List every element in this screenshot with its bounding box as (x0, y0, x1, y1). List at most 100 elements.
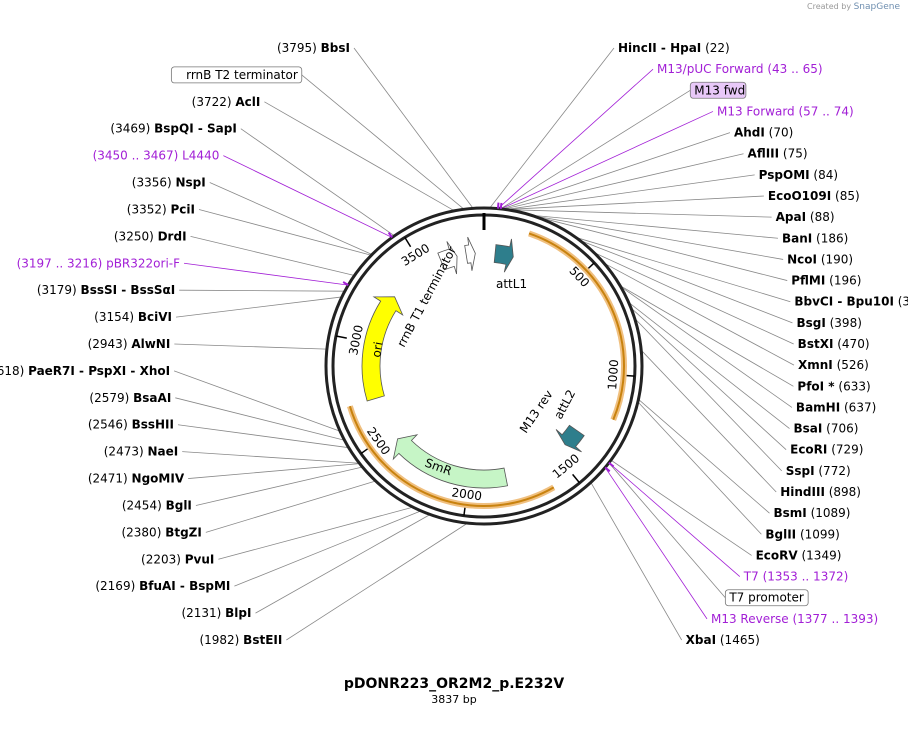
site-leader-line (188, 463, 360, 479)
site-leader-line (173, 370, 341, 432)
site-name: BsaAI (133, 391, 171, 405)
site-position: (2943) (88, 337, 132, 351)
site-label: BsgI (398) (796, 316, 861, 330)
tick-label: 1500 (550, 451, 583, 481)
label-ori: ori (369, 341, 385, 359)
site-position: (2473) (104, 445, 148, 459)
feature-attl2 (555, 424, 585, 453)
feature-rrnb-t2-terminator (464, 236, 476, 271)
site-label: HindIII (898) (780, 485, 861, 499)
site-name: BsgI (796, 316, 825, 330)
tick-label: 2000 (451, 485, 483, 503)
tick-label: 3500 (399, 241, 432, 269)
site-name: BglII (765, 527, 796, 541)
site-position: (22) (701, 41, 729, 55)
site-position: (196) (825, 274, 861, 288)
site-label: (3722) AclI (192, 95, 261, 109)
site-label: (2380) BtgZI (121, 525, 201, 539)
site-label: EcoRV (1349) (756, 548, 842, 562)
site-name: BlpI (225, 606, 251, 620)
site-label: (3250) DrdI (114, 229, 187, 243)
site-label: XmnI (526) (798, 358, 869, 372)
site-position: (378) (894, 295, 908, 309)
primer-mark (499, 202, 503, 210)
orf-arc (528, 232, 625, 421)
site-position: (88) (806, 210, 834, 224)
site-position: (1982) (199, 633, 243, 647)
site-leader-line (286, 522, 468, 641)
site-position: (70) (765, 126, 793, 140)
site-position: (1349) (798, 548, 842, 562)
snapgene-credit: Created by SnapGene (807, 2, 900, 12)
primer-mark (342, 281, 349, 286)
site-name: PfoI * (797, 379, 835, 393)
primer-marks (342, 202, 615, 473)
snapgene-brand: SnapGene (853, 2, 900, 12)
site-position: (2618) (0, 364, 28, 378)
site-label: (1982) BstEII (199, 633, 282, 647)
site-label: BamHI (637) (796, 400, 876, 414)
site-leader-line (638, 399, 770, 514)
site-name: AflIII (748, 147, 780, 161)
site-leader-line (501, 132, 731, 210)
site-name: XmnI (798, 358, 833, 372)
site-label: BsmI (1089) (773, 506, 850, 520)
site-position: (3250) (114, 229, 158, 243)
label-attl2: attL2 (551, 387, 578, 421)
site-label: (2471) NgoMIV (88, 472, 185, 486)
primer-mark (608, 462, 615, 468)
site-leader-line (634, 318, 783, 472)
feature-box-label: M13 fwd (694, 83, 745, 97)
site-label: PflMI (196) (791, 274, 861, 288)
site-leader-line (505, 174, 755, 210)
site-position: (3795) (277, 41, 321, 55)
site-leader-line (575, 236, 791, 303)
site-position: (84) (810, 168, 838, 182)
site-leader-line (506, 209, 772, 218)
site-leader-line (590, 482, 683, 641)
site-leader-line (240, 128, 395, 237)
site-label: XbaI (1465) (686, 633, 760, 647)
site-name: EcoO109I (768, 189, 831, 203)
feature-box (689, 81, 747, 99)
site-name: AhdI (734, 126, 765, 140)
site-leader-line (195, 466, 363, 506)
site-label: EcoO109I (85) (768, 189, 860, 203)
orf-arc (348, 405, 555, 507)
site-leader-line (190, 235, 355, 276)
site-label: (3795) BbsI (277, 41, 350, 55)
site-position: (2169) (95, 579, 139, 593)
site-position: (190) (817, 252, 853, 266)
site-leader-line (353, 47, 474, 209)
site-name: PflMI (791, 274, 825, 288)
primer-label: (3450 .. 3467) L4440 (93, 149, 220, 163)
site-position: (633) (835, 379, 871, 393)
site-leader-line (177, 424, 349, 449)
feature-box (724, 589, 809, 607)
site-label: (2131) BlpI (181, 606, 251, 620)
site-leader-line (205, 480, 376, 533)
site-position: (2471) (88, 472, 132, 486)
backbone-outer (324, 206, 644, 526)
site-label: (3356) NspI (132, 176, 206, 190)
site-position: (706) (822, 422, 858, 436)
site-position: (398) (826, 316, 862, 330)
primer-mark (604, 466, 611, 473)
site-label: (2618) PaeR7I - PspXI - XhoI (0, 364, 170, 378)
site-leader-line (218, 506, 414, 560)
site-position: (2454) (122, 498, 166, 512)
site-name: EcoRV (756, 548, 799, 562)
site-leader-line (533, 215, 788, 281)
site-name: PvuI (185, 552, 215, 566)
tick-mark (572, 473, 581, 484)
site-name: BstXI (798, 337, 834, 351)
site-position: (729) (827, 443, 863, 457)
primer-leader-line (183, 262, 349, 286)
site-name: PspOMI (759, 168, 810, 182)
site-label: HincII - HpaI (22) (618, 41, 730, 55)
site-position: (1465) (716, 633, 760, 647)
site-leader-line (620, 286, 793, 408)
site-position: (2579) (89, 391, 133, 405)
tick-mark (404, 237, 412, 248)
site-position: (2380) (121, 525, 165, 539)
